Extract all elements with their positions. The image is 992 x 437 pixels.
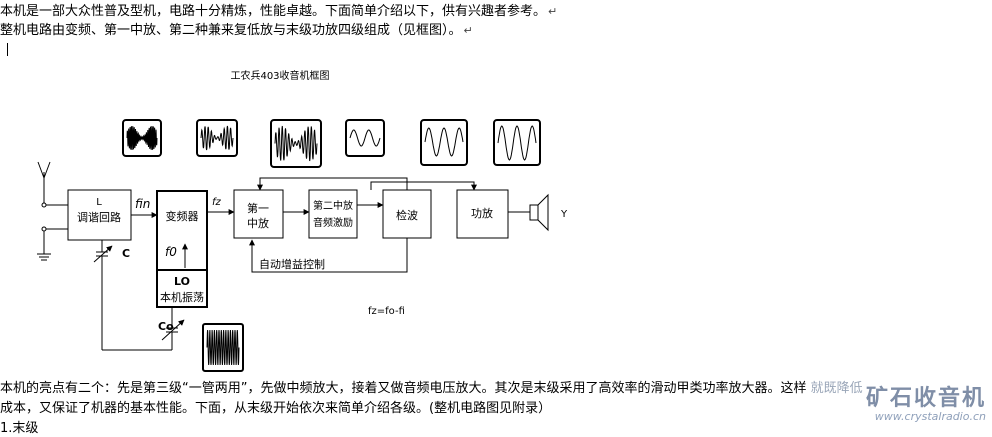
waveform-if <box>200 125 234 151</box>
waveform-lo <box>206 329 240 366</box>
line-text: 本机的亮点有二个：先是第三级“一管两用”，先做中频放大，接着又做音频电压放大。其… <box>0 381 807 396</box>
capacitor-c-label: C <box>122 247 130 260</box>
oscillator-label-2: 本机振荡 <box>160 290 204 304</box>
block-diagram: 工农兵403收音机框图 L 调谐回路 C fin 变频器 f0 LO 本机振荡 <box>37 69 568 372</box>
oscillator-label-1: LO <box>174 275 190 288</box>
f0-label: f0 <box>165 245 177 259</box>
paragraph-line-5: 1.末级 <box>0 421 38 437</box>
tuning-block <box>67 189 132 241</box>
fz-label: fz <box>212 197 222 208</box>
paragraph-line-1: 本机是一部大众性普及型机，电路十分精炼，性能卓越。下面简单介绍以下，供有兴趣者参… <box>0 4 557 20</box>
speaker-icon <box>529 193 549 232</box>
oscilloscope-row <box>122 119 541 168</box>
if1-label-2: 中放 <box>247 216 269 230</box>
tuning-label-1: L <box>96 197 102 208</box>
oscilloscope-audio <box>420 119 468 166</box>
paragraph-mark: ↵ <box>463 24 473 37</box>
waveform-rf <box>126 125 158 151</box>
power-amp-block <box>456 189 509 239</box>
if2-block <box>308 189 358 239</box>
line-text: 1.末级 <box>0 421 39 436</box>
agc-label: 自动增益控制 <box>259 257 325 271</box>
detector-label: 检波 <box>396 208 418 222</box>
line-text: 整机电路由变频、第一中放、第二种兼来复低放与末级功放四级组成（见框图）。 <box>0 23 462 38</box>
paragraph-line-4: 成本，又保证了机器的基本性能。下面，从末级开始依次来简单介绍各级。(整机电路图见… <box>0 401 551 417</box>
capacitor-co-label: Co <box>158 320 174 333</box>
antenna-icon <box>37 161 68 208</box>
tuning-label-2: 调谐回路 <box>77 210 121 224</box>
formula-label: fz=fo-fi <box>368 306 405 317</box>
line-text-tail: 就既降低 <box>810 381 863 396</box>
watermark-url: www.crystalradio.cn <box>874 410 986 423</box>
speaker-y-label: Y <box>560 209 568 220</box>
waveform-det <box>349 129 381 147</box>
paragraph-mark: ↵ <box>548 5 558 18</box>
waveform-if2 <box>274 125 318 162</box>
if1-label-1: 第一 <box>247 201 269 215</box>
watermark: 矿石收音机 www.crystalradio.cn <box>866 380 986 423</box>
agc-line <box>249 238 408 273</box>
power-amp-label: 功放 <box>471 206 493 220</box>
signal-line-det-amp <box>370 181 477 191</box>
line-text: 成本，又保证了机器的基本性能。下面，从末级开始依次来简单介绍各级。(整机电路图见… <box>0 401 552 416</box>
ground-icon <box>37 226 68 261</box>
detector-block <box>382 189 432 239</box>
text-cursor <box>7 43 8 56</box>
if2-label-2: 音频激励 <box>313 216 353 229</box>
diagram-title: 工农兵403收音机框图 <box>230 69 329 82</box>
paragraph-line-2: 整机电路由变频、第一中放、第二种兼来复低放与末级功放四级组成（见框图）。↵ <box>0 23 473 39</box>
oscilloscope-out <box>493 119 541 166</box>
variable-capacitor-co-icon <box>102 307 185 351</box>
mixer-label: 变频器 <box>166 209 199 223</box>
oscillator-block <box>156 269 208 308</box>
line-text: 本机是一部大众性普及型机，电路十分精炼，性能卓越。下面简单介绍以下，供有兴趣者参… <box>0 4 547 19</box>
waveform-audio <box>424 127 464 157</box>
feedback-line-det-if1 <box>257 177 408 191</box>
watermark-brand: 矿石收音机 <box>865 386 986 411</box>
waveform-out <box>497 125 537 161</box>
if2-label-1: 第二中放 <box>313 199 353 212</box>
variable-capacitor-c-icon <box>93 240 113 350</box>
paragraph-line-3: 本机的亮点有二个：先是第三级“一管两用”，先做中频放大，接着又做音频电压放大。其… <box>0 381 863 397</box>
fin-label: fin <box>135 197 150 211</box>
